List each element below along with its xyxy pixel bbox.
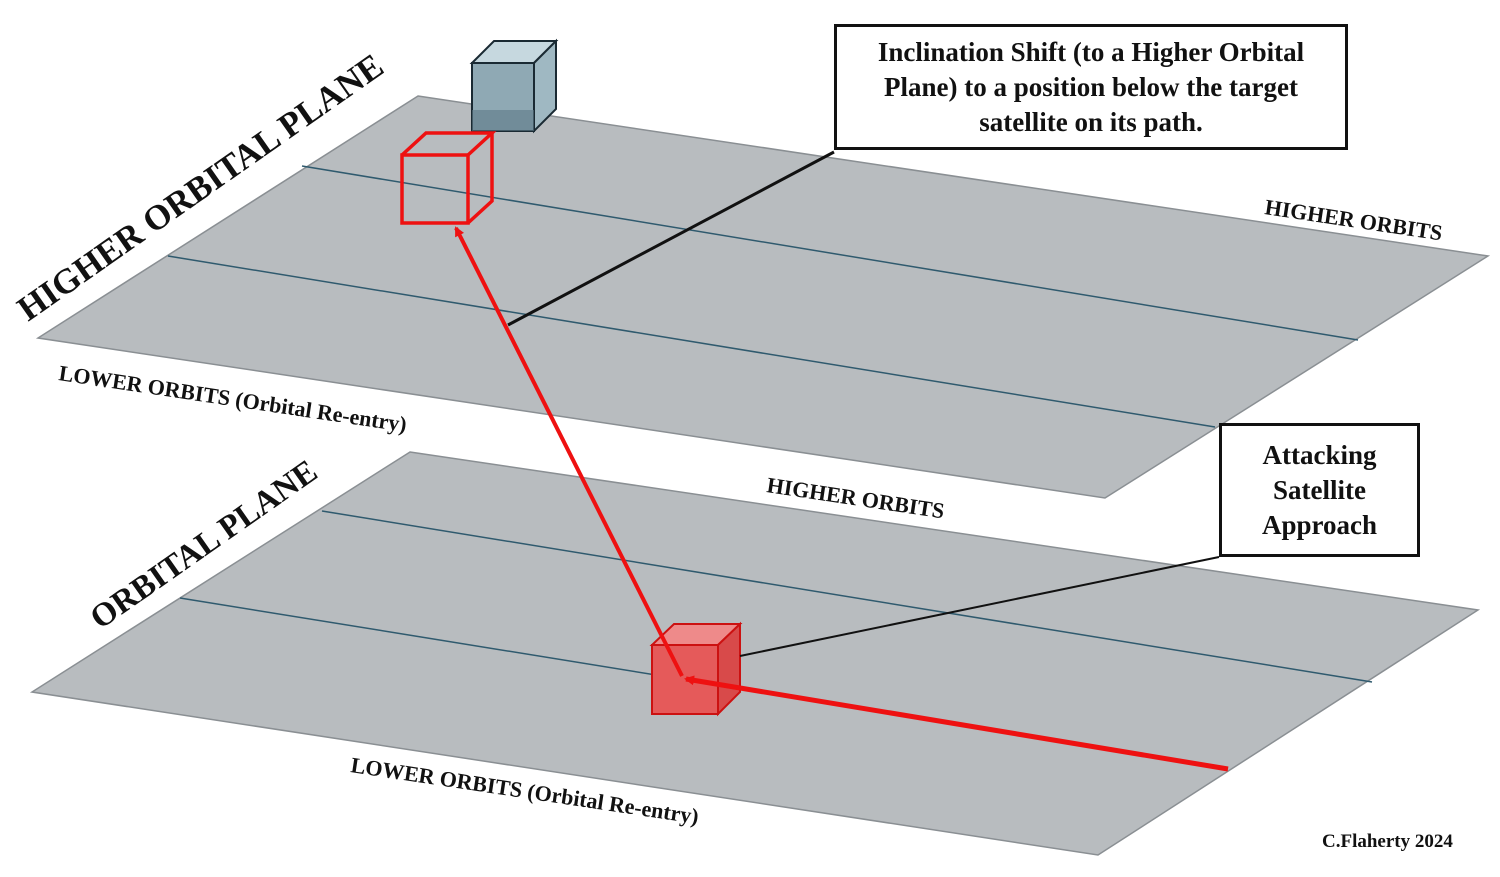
attacking-callout-line-3: Approach [1261, 509, 1378, 540]
lower-plane-orbit-line-1 [321, 510, 1373, 683]
upper-plane-orbit-line-2 [167, 255, 1216, 428]
attacking-satellite-callout: Attacking Satellite Approach [1219, 423, 1420, 557]
inclination-shift-arrow [454, 226, 684, 677]
inclination-shift-callout: Inclination Shift (to a Higher Orbital P… [834, 24, 1348, 150]
attacking-callout-line-1: Attacking [1262, 439, 1377, 470]
attacking-satellite-cube [649, 621, 743, 717]
target-satellite-cube [469, 38, 559, 134]
author-credit: C.Flaherty 2024 [1322, 831, 1453, 852]
attacker-shifted-cube [400, 131, 497, 225]
upper-plane-orbit-line-1 [301, 165, 1359, 341]
inclination-leader-line [507, 150, 835, 327]
inclination-callout-line-3: satellite on its path. [979, 106, 1203, 137]
attacking-leader-line [739, 556, 1220, 657]
inclination-callout-line-1: Inclination Shift (to a Higher Orbital [877, 36, 1305, 67]
inclination-callout-line-2: Plane) to a position below the target [884, 71, 1298, 102]
approach-path-line [684, 675, 1229, 772]
attacking-callout-line-2: Satellite [1273, 474, 1366, 505]
